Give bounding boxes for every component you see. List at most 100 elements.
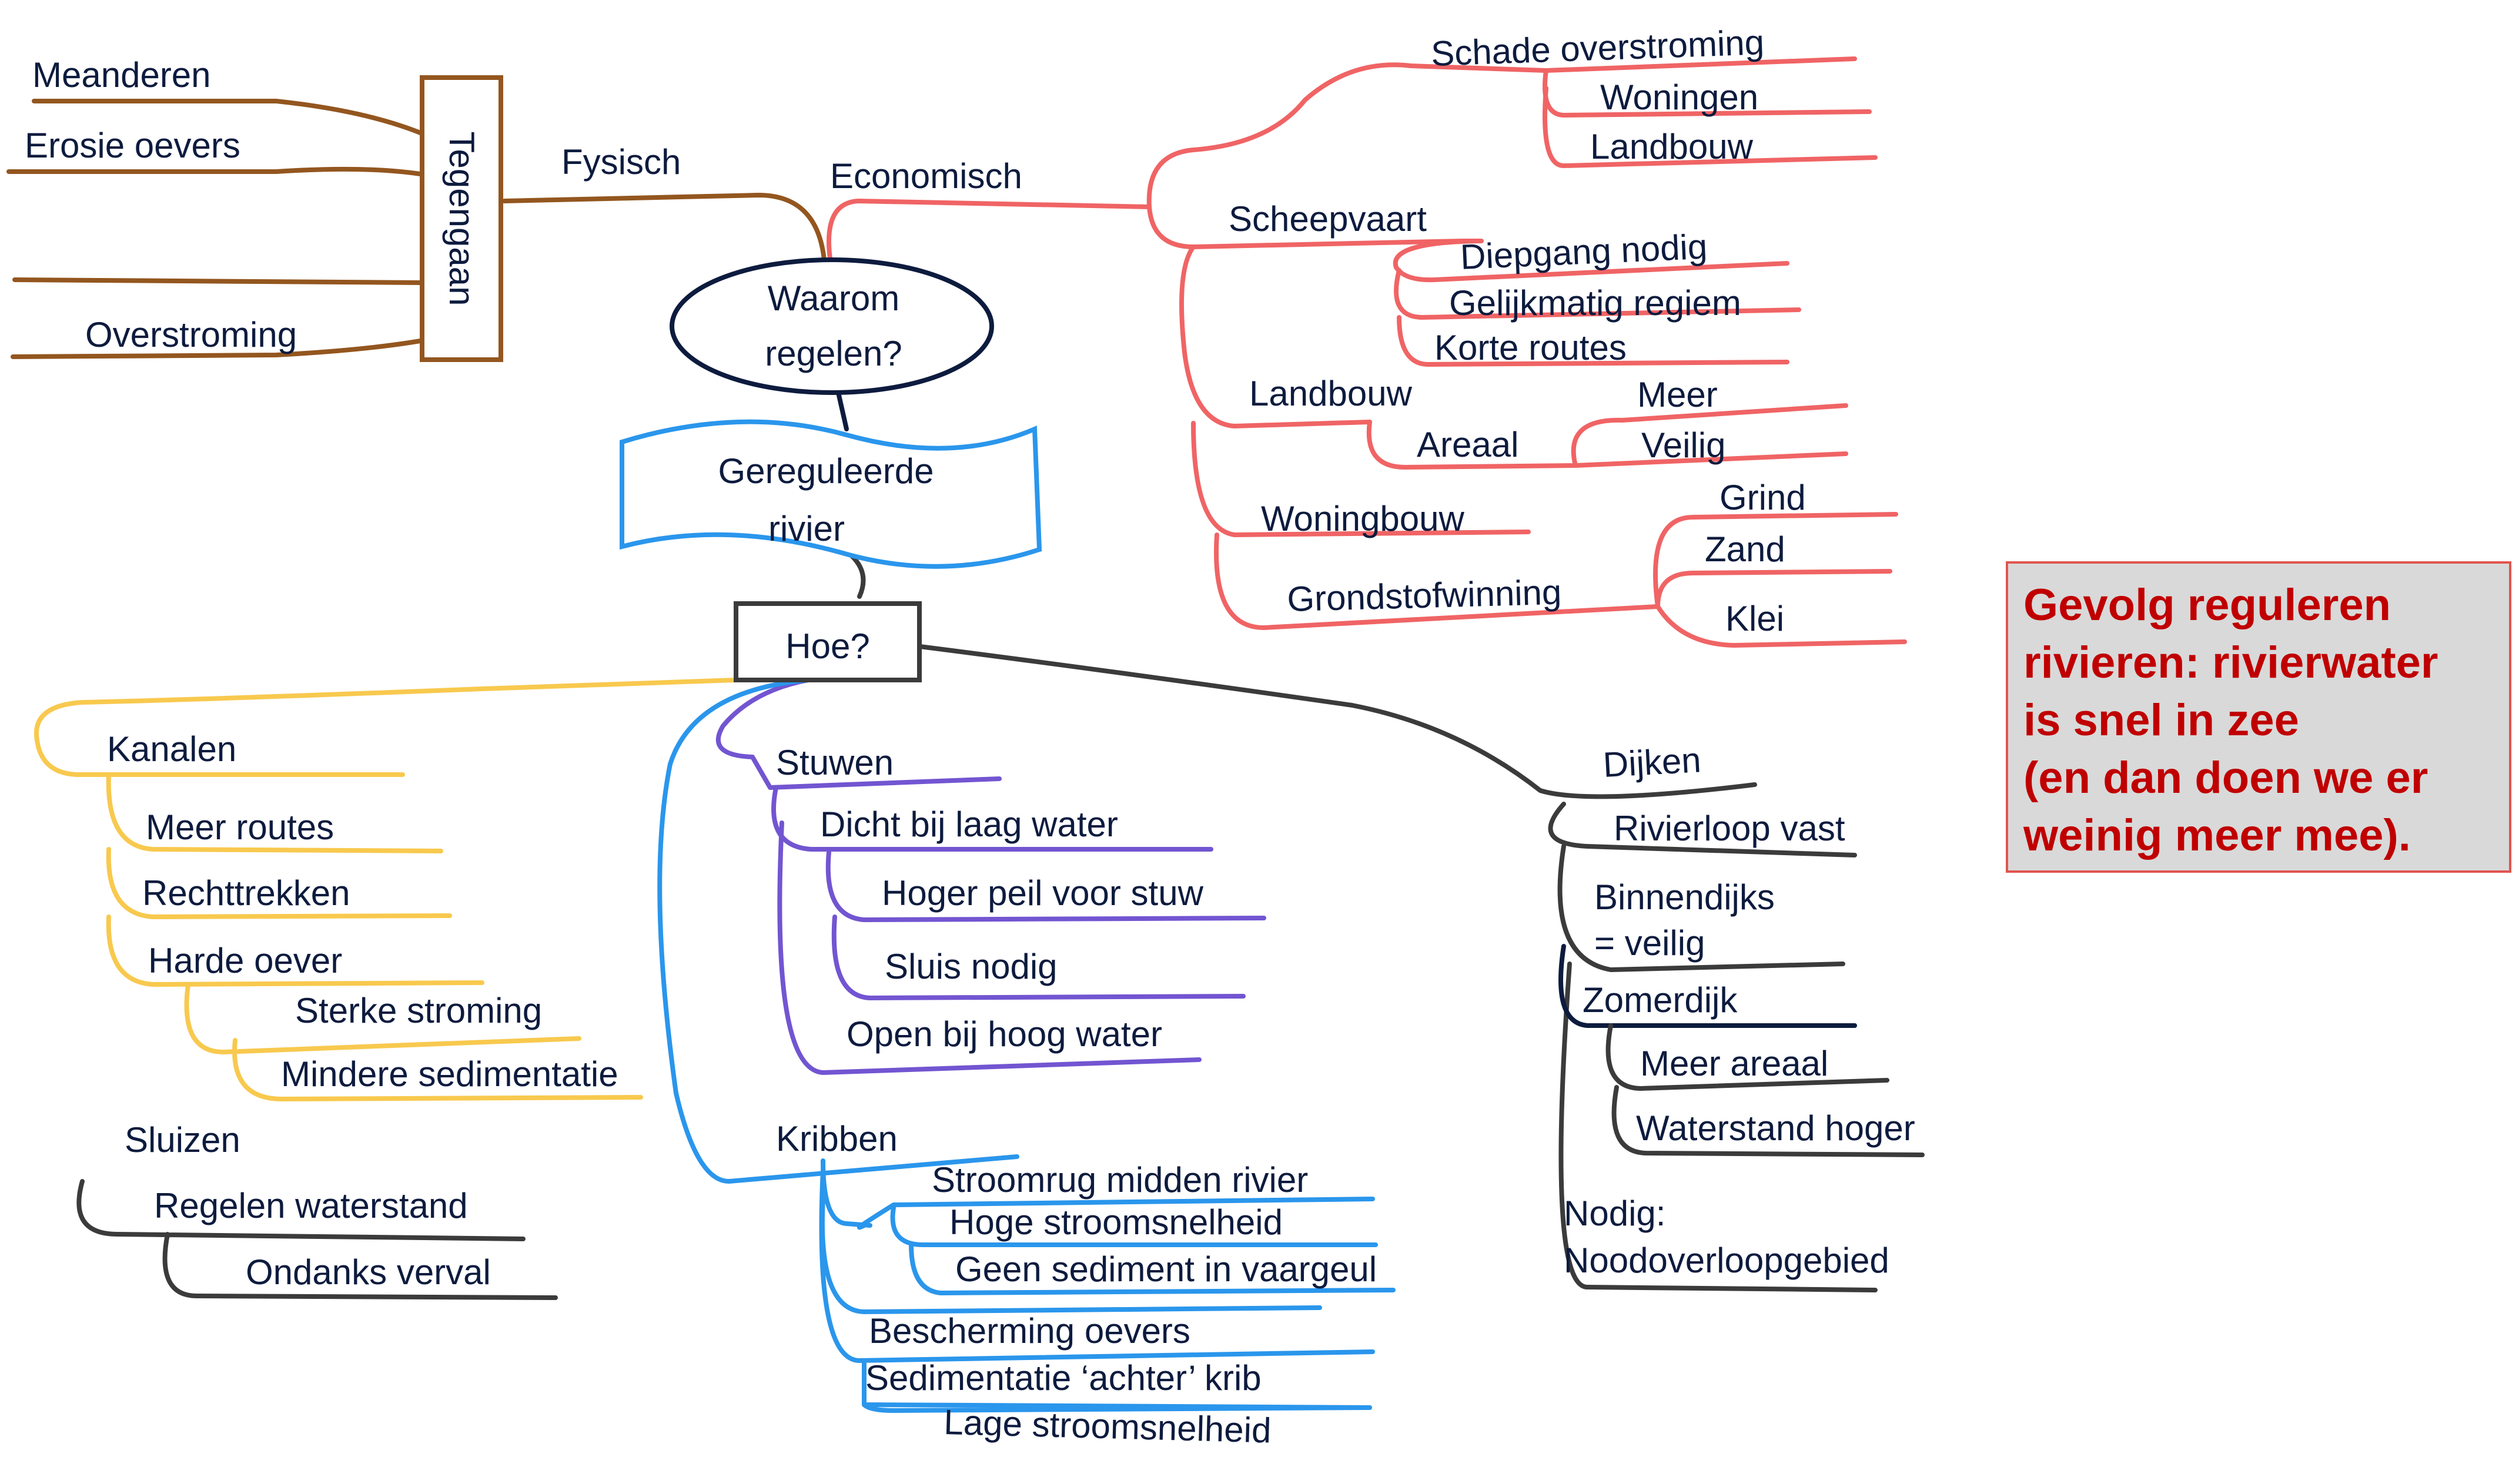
scheepvaart-label: Scheepvaart xyxy=(1229,199,1427,239)
sluizen-branch: Sluizen Regelen waterstand Ondanks verva… xyxy=(76,1120,558,1300)
connector-gereguleerde-hoe xyxy=(849,553,866,599)
zomerdijk-subs xyxy=(1605,1023,1925,1157)
meer-routes-label: Meer routes xyxy=(146,808,334,847)
stuwen-label: Stuwen xyxy=(776,743,894,782)
regelen-waterstand-label: Regelen waterstand xyxy=(154,1186,468,1225)
dijken-trunk xyxy=(1548,802,1878,1292)
woningbouw-label: Woningbouw xyxy=(1261,499,1464,538)
dicht-bij-laag-water-label: Dicht bij laag water xyxy=(820,805,1118,844)
landbouw-schade-label: Landbouw xyxy=(1590,127,1754,166)
kanalen-trunk xyxy=(106,772,484,987)
gereguleerde-banner xyxy=(620,419,1042,569)
harde-oever-label: Harde oever xyxy=(148,941,342,980)
note-line-3: is snel in zee xyxy=(2023,695,2299,745)
economisch-branch: Economisch Schade overstroming Woningen … xyxy=(827,22,1907,648)
waarom-ellipse xyxy=(670,257,994,395)
kribben-label: Kribben xyxy=(776,1119,898,1158)
gereguleerde-line1: Gereguleerde xyxy=(718,451,934,491)
ondanks-verval-label: Ondanks verval xyxy=(246,1252,491,1292)
kribben-trunk xyxy=(819,1158,1396,1410)
connector-waarom-gereguleerde xyxy=(836,390,849,431)
conclusion-note: Gevolg reguleren rivieren: rivierwater i… xyxy=(2006,561,2511,873)
schade-trunk xyxy=(1543,68,1878,168)
lage-line xyxy=(862,1402,1372,1413)
dijken-main-line xyxy=(918,644,1757,799)
rechttrekken-label: Rechttrekken xyxy=(142,873,350,913)
woningen-label: Woningen xyxy=(1600,78,1758,117)
open-bij-hoog-water-label: Open bij hoog water xyxy=(847,1014,1162,1054)
fysisch-main-line xyxy=(502,193,827,262)
hoe-label: Hoe? xyxy=(785,627,869,666)
note-line-4: (en dan doen we er xyxy=(2023,753,2428,803)
stuwen-branch: Stuwen Dicht bij laag water Hoger peil v… xyxy=(715,678,1266,1075)
gereguleerde-line2: rivier xyxy=(768,509,845,548)
tegengaan-blank-line xyxy=(12,277,423,285)
overstroming-label: Overstroming xyxy=(85,315,297,354)
lage-stroomsnelheid-label: Lage stroomsnelheid xyxy=(944,1402,1272,1450)
gelijkmatig-label: Gelijkmatig regiem xyxy=(1449,283,1741,323)
klei-label: Klei xyxy=(1725,599,1784,638)
fysisch-label: Fysisch xyxy=(561,142,681,182)
dijken-label: Dijken xyxy=(1602,740,1702,785)
zand-label: Zand xyxy=(1705,530,1785,569)
kanalen-branch: Kanalen Meer routes Rechttrekken Harde o… xyxy=(34,678,738,1101)
kribben-branch: Kribben Stroomrug midden rivier Hoge str… xyxy=(657,678,1396,1450)
harde-oever-subs xyxy=(184,982,643,1101)
sluizen-label: Sluizen xyxy=(125,1120,240,1160)
kribben-main-line xyxy=(657,678,1019,1184)
gereguleerde-node: Gereguleerde rivier xyxy=(620,419,1042,569)
nodig-line2: Noodoverloopgebied xyxy=(1564,1241,1889,1280)
meer-areaal-label: Meer areaal xyxy=(1640,1044,1828,1083)
tegengaan-box xyxy=(420,75,503,362)
nodig-line1: Nodig: xyxy=(1564,1194,1665,1233)
sedimentatie-achter-label: Sedimentatie ‘achter’ krib xyxy=(865,1358,1262,1398)
hoge-stroomsnelheid-label: Hoge stroomsnelheid xyxy=(949,1202,1283,1242)
bescherming-oevers-label: Bescherming oevers xyxy=(869,1311,1190,1351)
sterke-stroming-label: Sterke stroming xyxy=(295,991,542,1030)
stuwen-trunk xyxy=(771,785,1266,1075)
grind-label: Grind xyxy=(1720,478,1806,517)
waterstand-hoger-label: Waterstand hoger xyxy=(1636,1108,1915,1148)
economisch-label: Economisch xyxy=(830,156,1022,196)
zomerdijk-line xyxy=(1558,944,1857,1028)
hoe-node: Hoe? xyxy=(734,601,922,682)
kanalen-label: Kanalen xyxy=(107,729,236,769)
meanderen-label: Meanderen xyxy=(32,55,211,95)
rivierloop-vast-label: Rivierloop vast xyxy=(1614,809,1845,848)
stuwen-main-line xyxy=(715,678,1002,790)
economisch-long-trunk xyxy=(1179,244,1372,428)
areaal-line xyxy=(1366,403,1848,470)
woningbouw-line xyxy=(1191,421,1531,537)
meer-label: Meer xyxy=(1637,375,1718,414)
kanalen-main-line xyxy=(34,678,738,777)
korte-routes-label: Korte routes xyxy=(1434,328,1627,367)
binnendijks-line1: Binnendijks xyxy=(1594,877,1775,917)
dijken-branch: Dijken Rivierloop vast Binnendijks = vei… xyxy=(918,644,1925,1292)
economisch-main-line xyxy=(827,199,1152,261)
overstroming-line xyxy=(11,339,423,359)
hoe-box xyxy=(734,601,922,682)
erosie-oevers-label: Erosie oevers xyxy=(25,126,240,165)
tegengaan-label: Tegengaan xyxy=(442,132,481,306)
mindere-sedimentatie-label: Mindere sedimentatie xyxy=(281,1054,618,1094)
center-connectors xyxy=(836,390,866,599)
geen-sediment-label: Geen sediment in vaargeul xyxy=(955,1249,1377,1289)
sluizen-line xyxy=(76,1179,558,1300)
fysisch-branch: Fysisch Tegengaan Meanderen Erosie oever… xyxy=(6,55,827,362)
waarom-line2: regelen? xyxy=(765,334,902,373)
meanderen-line xyxy=(32,99,423,135)
note-line-2: rivieren: rivierwater xyxy=(2023,638,2438,688)
grondstof-subs xyxy=(1653,512,1907,648)
economisch-trunk xyxy=(1146,56,1857,209)
note-line-1: Gevolg reguleren xyxy=(2023,580,2391,630)
waarom-node: Waarom regelen? xyxy=(670,257,994,395)
landbouw-label: Landbouw xyxy=(1249,374,1413,413)
veilig-label: Veilig xyxy=(1641,426,1725,465)
note-line-5: weinig meer mee). xyxy=(2023,810,2411,860)
zomerdijk-label: Zomerdijk xyxy=(1583,980,1738,1020)
stroomrug-label: Stroomrug midden rivier xyxy=(932,1160,1308,1200)
hoger-peil-label: Hoger peil voor stuw xyxy=(882,873,1204,913)
areaal-label: Areaal xyxy=(1417,425,1518,464)
binnendijks-line2: = veilig xyxy=(1594,923,1705,963)
